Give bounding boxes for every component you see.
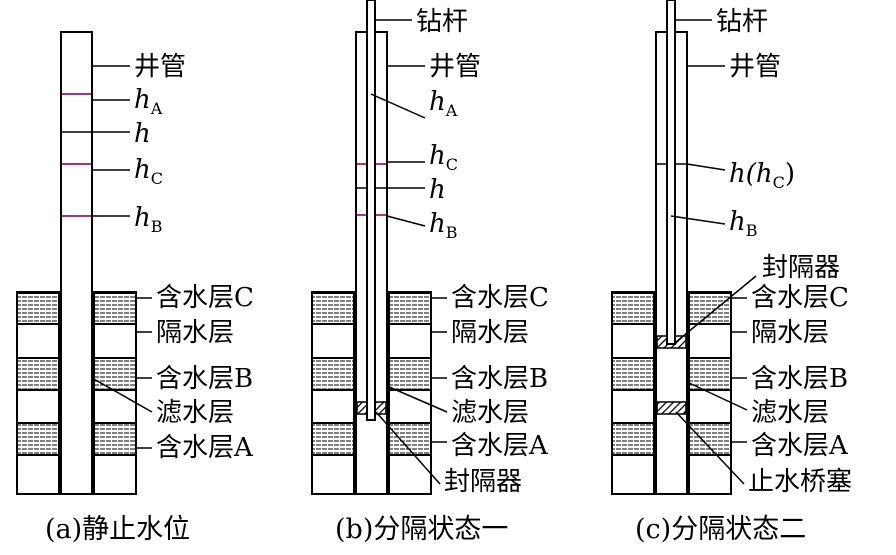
level-label-hb: hB bbox=[429, 209, 458, 242]
drill-rod bbox=[366, 0, 376, 421]
strata-right bbox=[93, 291, 137, 495]
pipe-label: 井管 bbox=[429, 52, 481, 82]
strata-left bbox=[611, 291, 655, 495]
layer-label-aquitard: 隔水层 bbox=[156, 318, 234, 348]
caption-a: (a)静止水位 bbox=[45, 514, 190, 545]
pipe-label: 井管 bbox=[729, 52, 781, 82]
rod-label: 钻杆 bbox=[716, 7, 768, 37]
leader-lines bbox=[370, 19, 448, 485]
panel-b: 钻杆 井管 hA hC h hB 含水层C 隔水层 含水层B 滤水层 含水层A … bbox=[311, 0, 549, 545]
pipe-label: 井管 bbox=[134, 52, 186, 82]
level-label-hb: hB bbox=[729, 207, 758, 240]
level-label-h: h bbox=[134, 119, 151, 149]
level-label-hc: hC bbox=[134, 155, 163, 188]
layer-label-aquitard: 隔水层 bbox=[451, 318, 529, 348]
packer-label: 封隔器 bbox=[762, 253, 840, 283]
layer-label-aquitard: 隔水层 bbox=[751, 318, 829, 348]
caption-c: (c)分隔状态二 bbox=[635, 514, 806, 545]
layer-label-aquifer-a: 含水层A bbox=[451, 431, 549, 461]
layer-label-aquifer-c: 含水层C bbox=[751, 283, 849, 313]
layer-label-filter: 滤水层 bbox=[451, 398, 529, 428]
leader-lines bbox=[670, 19, 757, 485]
bridge-plug bbox=[656, 401, 687, 415]
layer-label-aquifer-b: 含水层B bbox=[156, 364, 253, 394]
level-label-hb: hB bbox=[134, 203, 163, 236]
leader-lines bbox=[91, 65, 153, 449]
layer-label-filter: 滤水层 bbox=[156, 398, 234, 428]
level-label-ha: hA bbox=[134, 85, 163, 118]
rod-label: 钻杆 bbox=[416, 7, 468, 37]
layer-label-aquifer-b: 含水层B bbox=[451, 364, 548, 394]
layer-label-aquifer-c: 含水层C bbox=[451, 283, 549, 313]
panel-a: 井管 hA h hC hB 含水层C 隔水层 含水层B 滤水层 含水层A (a)… bbox=[16, 31, 254, 545]
bridge-plug-label: 止水桥塞 bbox=[748, 467, 852, 497]
level-label-hc: hC bbox=[429, 141, 458, 174]
drill-rod bbox=[666, 0, 676, 345]
strata-right bbox=[388, 291, 432, 495]
layer-label-aquifer-a: 含水层A bbox=[156, 433, 254, 463]
level-label-h: h bbox=[429, 175, 446, 205]
strata-left bbox=[311, 291, 355, 495]
layer-label-aquifer-b: 含水层B bbox=[751, 364, 848, 394]
layer-label-filter: 滤水层 bbox=[751, 398, 829, 428]
layer-label-aquifer-a: 含水层A bbox=[751, 431, 849, 461]
panel-c: 钻杆 井管 h(hC) hB 封隔器 含水层C 隔水层 含水层B 滤水层 含水层… bbox=[611, 0, 852, 545]
layer-label-aquifer-c: 含水层C bbox=[156, 283, 254, 313]
level-label-ha: hA bbox=[429, 87, 458, 120]
strata-left bbox=[16, 291, 60, 495]
level-label-h-hc: h(hC) bbox=[729, 159, 795, 192]
caption-b: (b)分隔状态一 bbox=[335, 514, 508, 545]
well-pipe bbox=[60, 31, 93, 495]
packer-label: 封隔器 bbox=[444, 467, 522, 497]
